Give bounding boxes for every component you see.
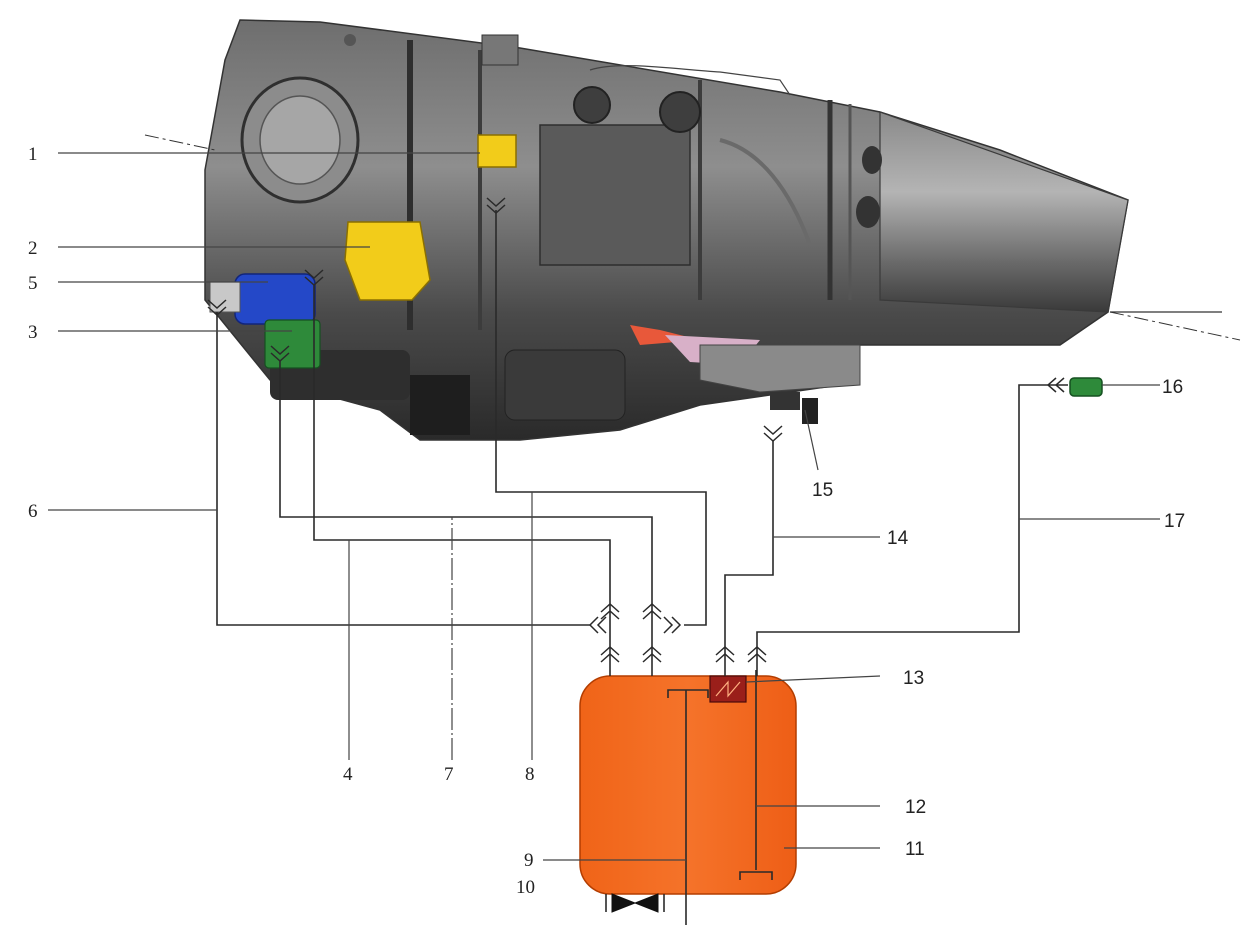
callout-8: 8 [525, 764, 535, 785]
callout-14: 14 [887, 528, 909, 549]
oil-lines [216, 210, 1068, 676]
callout-11: 11 [905, 839, 925, 860]
callout-labels: 1 2 5 3 6 4 7 8 9 10 11 12 13 14 15 16 1… [28, 144, 1185, 898]
callout-13: 13 [903, 668, 924, 689]
callout-6: 6 [28, 501, 38, 522]
oil-tank [579, 670, 797, 925]
callout-12: 12 [905, 797, 926, 818]
callout-4: 4 [343, 764, 353, 785]
callout-2: 2 [28, 238, 38, 259]
callout-1: 1 [28, 144, 38, 165]
engine-illustration [144, 19, 1241, 441]
callout-15: 15 [812, 480, 833, 501]
callout-5: 5 [28, 273, 38, 294]
callout-7: 7 [444, 764, 454, 785]
callout-9: 9 [524, 850, 534, 871]
drain-valve-icon [605, 893, 665, 913]
callout-10: 10 [516, 877, 535, 898]
leader-lines [48, 152, 1160, 861]
callout-16: 16 [1162, 377, 1183, 398]
callout-3: 3 [28, 322, 38, 343]
callout-17: 17 [1164, 511, 1185, 532]
chevron-connector-icon [207, 197, 1065, 663]
